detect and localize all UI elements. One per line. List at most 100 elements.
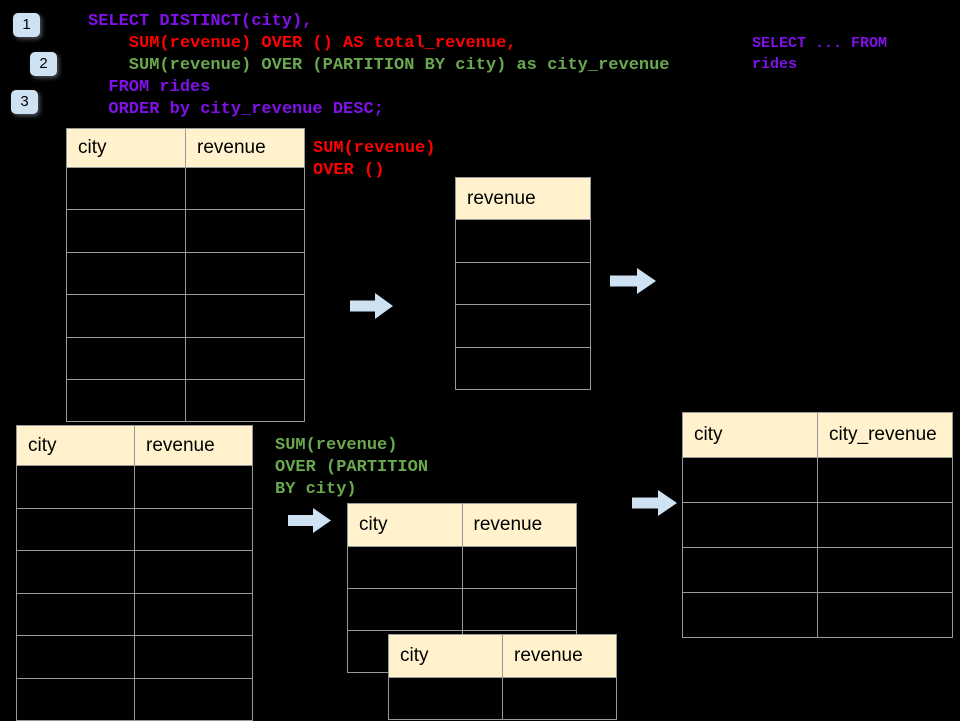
table-cell bbox=[67, 168, 185, 209]
table-revenue-only: revenue bbox=[455, 177, 591, 390]
table-cell bbox=[456, 263, 590, 305]
step-badge-1: 1 bbox=[13, 13, 40, 37]
table-row bbox=[67, 167, 304, 210]
table-cell bbox=[185, 168, 304, 210]
table-cell bbox=[67, 253, 185, 294]
table-row bbox=[456, 304, 590, 347]
table-cell bbox=[67, 380, 185, 421]
table-row bbox=[683, 547, 952, 592]
column-header: city bbox=[348, 504, 462, 546]
table-row bbox=[348, 546, 576, 588]
table-row bbox=[456, 219, 590, 262]
table-cell bbox=[683, 458, 817, 502]
table-row bbox=[17, 677, 252, 721]
code-line: SUM(revenue) OVER (PARTITION BY city) as… bbox=[88, 56, 670, 75]
table-cell bbox=[456, 348, 590, 390]
code-line: SUM(revenue) OVER () AS total_revenue, bbox=[88, 34, 517, 53]
table-cell bbox=[67, 210, 185, 251]
table-row bbox=[67, 378, 304, 422]
table-cell bbox=[683, 593, 817, 637]
code-line: SUM(revenue) bbox=[275, 436, 398, 455]
table-cell bbox=[348, 589, 462, 630]
table-row bbox=[456, 346, 590, 390]
table-row bbox=[683, 592, 952, 637]
table-cell bbox=[185, 379, 304, 422]
code-line: SELECT ... FROM bbox=[752, 35, 888, 52]
table-cell bbox=[134, 636, 252, 678]
table-cell bbox=[185, 252, 304, 295]
table-row bbox=[67, 209, 304, 252]
code-line: ORDER by city_revenue DESC; bbox=[88, 100, 384, 119]
table-cell bbox=[17, 466, 134, 508]
table-row bbox=[683, 457, 952, 502]
table-row bbox=[17, 550, 252, 593]
side-note-code: SELECT ... FROM rides bbox=[752, 33, 887, 75]
code-line: SELECT DISTINCT(city), bbox=[88, 12, 313, 31]
column-header: revenue bbox=[185, 129, 304, 167]
table-cell bbox=[817, 548, 952, 592]
table-row bbox=[17, 465, 252, 508]
code-line: OVER () bbox=[313, 161, 385, 180]
table-cell bbox=[817, 458, 952, 502]
table-cell bbox=[185, 210, 304, 252]
step-badge-3: 3 bbox=[11, 90, 38, 114]
table-cell bbox=[67, 338, 185, 379]
table-row bbox=[17, 635, 252, 678]
total-revenue-annotation: SUM(revenue) OVER () bbox=[313, 138, 435, 182]
code-line: OVER (PARTITION bbox=[275, 458, 429, 477]
table-cell bbox=[134, 508, 252, 550]
table-cell bbox=[17, 551, 134, 593]
table-cell bbox=[134, 466, 252, 508]
table-cell bbox=[817, 593, 952, 637]
column-header: city bbox=[67, 129, 185, 167]
table-row bbox=[67, 336, 304, 379]
table-cell bbox=[17, 509, 134, 551]
column-header: revenue bbox=[456, 178, 590, 219]
table-cell bbox=[461, 589, 577, 630]
column-header: city bbox=[17, 426, 134, 465]
column-header: city bbox=[683, 413, 817, 457]
table-row bbox=[456, 261, 590, 305]
step-badge-2: 2 bbox=[30, 52, 57, 76]
table-row bbox=[683, 502, 952, 547]
table-row bbox=[67, 294, 304, 337]
code-line: SUM(revenue) bbox=[313, 139, 436, 158]
table-row bbox=[17, 507, 252, 551]
column-header: city_revenue bbox=[817, 413, 952, 457]
table-cell bbox=[134, 593, 252, 635]
table-cell bbox=[683, 548, 817, 592]
table-cell bbox=[67, 295, 185, 336]
table-cell bbox=[817, 503, 952, 547]
table-row bbox=[67, 251, 304, 295]
table-cell bbox=[185, 337, 304, 379]
table-row bbox=[389, 677, 616, 719]
table-cell bbox=[456, 220, 590, 262]
table-cell bbox=[17, 679, 134, 721]
table-header-row: revenue bbox=[456, 178, 590, 219]
table-cell bbox=[389, 678, 502, 719]
sql-code-block: SELECT DISTINCT(city), SUM(revenue) OVER… bbox=[88, 11, 670, 121]
table-row bbox=[17, 592, 252, 635]
flow-arrow-bottom-left bbox=[288, 508, 331, 533]
code-line: rides bbox=[752, 56, 798, 73]
table-cell bbox=[185, 295, 304, 337]
column-header: city bbox=[389, 635, 502, 677]
flow-arrow-top-right bbox=[610, 268, 656, 294]
column-header: revenue bbox=[134, 426, 252, 465]
table-cell bbox=[461, 547, 577, 588]
table-cell bbox=[456, 305, 590, 347]
table-cell bbox=[683, 503, 817, 547]
flow-arrow-bottom-right bbox=[632, 490, 677, 516]
table-cell bbox=[134, 678, 252, 720]
